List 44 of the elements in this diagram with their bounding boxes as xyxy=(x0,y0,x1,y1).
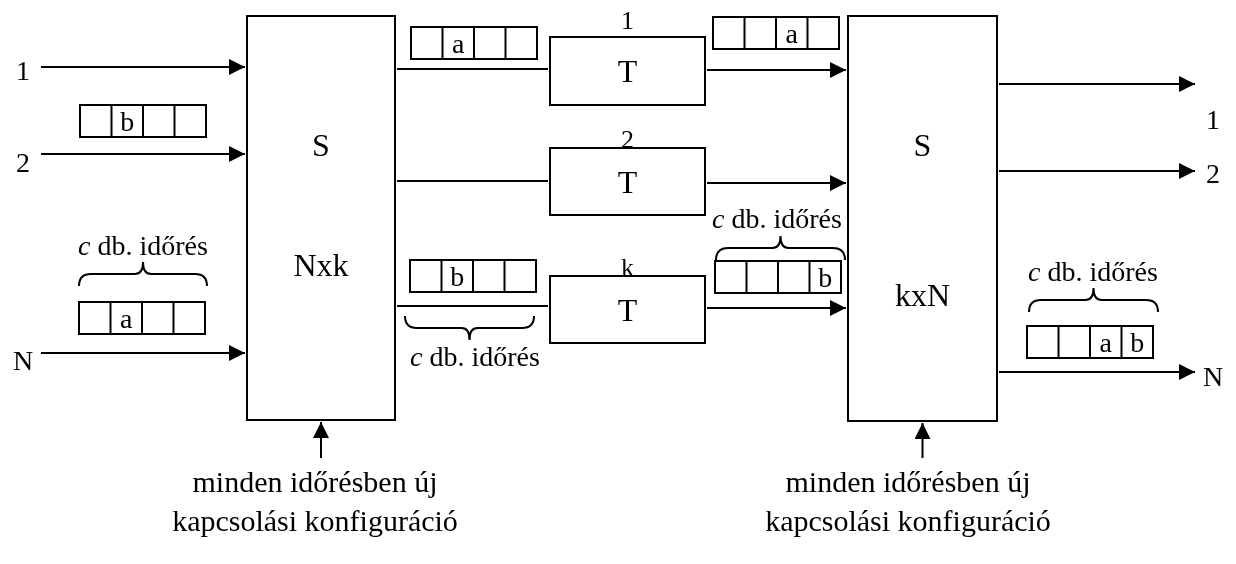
arrow xyxy=(998,364,1196,380)
port-number: 1 xyxy=(1205,103,1221,137)
note-text: minden időrésben új kapcsolási konfiguráció xyxy=(764,464,1052,539)
connector-line xyxy=(396,305,549,307)
slot-letter: b xyxy=(449,263,466,291)
box-title: S xyxy=(912,129,933,161)
port-number: 2 xyxy=(15,146,31,180)
slot-letter: b xyxy=(119,108,136,136)
channel-number: 1 xyxy=(621,8,634,34)
arrow xyxy=(706,175,847,191)
slot-letter: a xyxy=(451,30,466,58)
box-title: T xyxy=(616,166,639,198)
arrow xyxy=(706,300,847,316)
brace-label: c db. időrés xyxy=(77,232,209,260)
slot-letter: a xyxy=(1098,329,1113,357)
arrow xyxy=(40,59,246,75)
switch-box xyxy=(847,15,998,422)
slot-letter: a xyxy=(784,20,799,48)
switch-box xyxy=(246,15,396,421)
brace-label: c db. időrés xyxy=(711,205,843,233)
slot-letter: b xyxy=(817,264,834,292)
arrow xyxy=(40,345,246,361)
port-number: 2 xyxy=(1205,157,1221,191)
port-number: N xyxy=(11,344,35,378)
box-title: S xyxy=(311,129,331,161)
brace-label: c db. időrés xyxy=(409,343,541,371)
arrow xyxy=(706,62,847,78)
connector-line xyxy=(396,68,549,70)
slot-letter: b xyxy=(1129,329,1146,357)
arrow xyxy=(998,76,1196,92)
note-text: minden időrésben új kapcsolási konfiguráció xyxy=(171,464,459,539)
box-subtitle: Nxk xyxy=(292,249,350,281)
brace-label: c db. időrés xyxy=(1027,258,1159,286)
box-title: T xyxy=(616,55,639,87)
arrow xyxy=(40,146,246,162)
arrow xyxy=(998,163,1196,179)
box-title: T xyxy=(616,294,639,326)
arrow xyxy=(914,422,931,459)
port-number: 1 xyxy=(15,54,31,88)
connector-line xyxy=(396,180,549,182)
port-number: N xyxy=(1201,360,1225,394)
slot-letter: a xyxy=(119,305,134,333)
box-subtitle: kxN xyxy=(893,279,952,311)
arrow xyxy=(313,421,329,459)
